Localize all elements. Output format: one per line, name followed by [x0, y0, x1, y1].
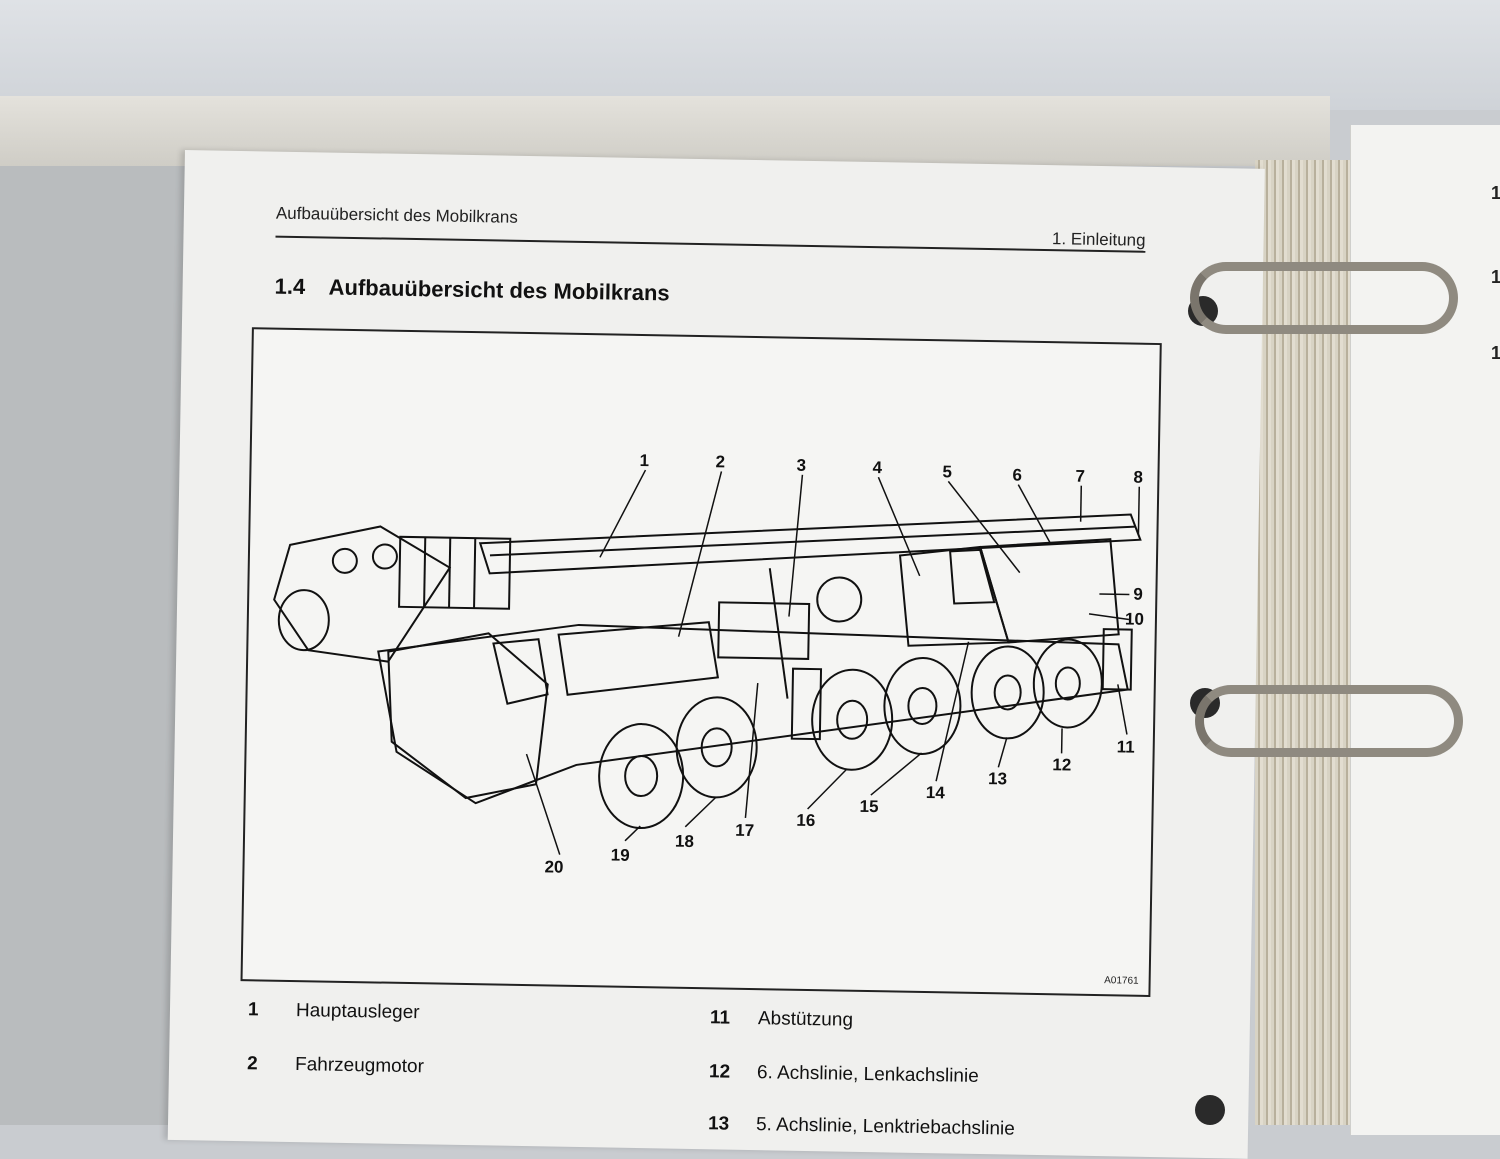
callout-1: 1	[639, 451, 649, 470]
callout-13: 13	[988, 769, 1007, 788]
hoist-drum	[278, 590, 329, 651]
next-page-edge-text: 1	[1491, 183, 1500, 204]
callout-4: 4	[872, 458, 882, 477]
callout-3: 3	[796, 456, 806, 475]
crane-figure: 1 2 3 4 5 6 7 8 9 10 11 12 13 14 15 16 1…	[241, 327, 1162, 997]
callout-16: 16	[796, 811, 815, 830]
running-header-title: Aufbauübersicht des Mobilkrans	[276, 204, 518, 228]
wheels	[598, 631, 1102, 836]
callout-9: 9	[1133, 585, 1143, 604]
callout-2: 2	[715, 452, 725, 471]
binder-ring	[1190, 262, 1458, 334]
callout-20: 20	[544, 857, 563, 876]
carrier-body	[376, 621, 1129, 814]
section-title: Aufbauübersicht des Mobilkrans	[328, 275, 669, 306]
section-number: 1.4	[274, 274, 328, 301]
engine-housing	[558, 620, 719, 698]
background-wall	[0, 0, 1500, 110]
callout-12: 12	[1052, 755, 1071, 774]
callout-8: 8	[1133, 468, 1143, 487]
callout-labels: 1 2 3 4 5 6 7 8 9 10 11 12 13 14 15 16 1…	[544, 449, 1146, 886]
binder-ring	[1195, 685, 1463, 757]
manual-page: Aufbauübersicht des Mobilkrans 1. Einlei…	[168, 150, 1265, 1159]
crane-drawing: 1 2 3 4 5 6 7 8 9 10 11 12 13 14 15 16 1…	[243, 329, 1160, 995]
outrigger-front	[792, 669, 821, 739]
callout-6: 6	[1012, 465, 1022, 484]
callout-18: 18	[675, 832, 694, 851]
crane-line-art	[270, 464, 1142, 865]
callout-17: 17	[735, 821, 754, 840]
driver-cab	[386, 632, 549, 800]
callout-11: 11	[1117, 737, 1135, 756]
superstructure	[979, 537, 1121, 644]
next-page-edge-text: 1	[1491, 267, 1500, 288]
callout-10: 10	[1125, 609, 1144, 628]
punch-hole	[1195, 1095, 1225, 1125]
callout-5: 5	[942, 462, 952, 481]
figure-code: A01761	[1104, 975, 1139, 987]
callout-19: 19	[611, 846, 630, 865]
callout-7: 7	[1075, 467, 1085, 486]
running-header-chapter: 1. Einleitung	[1052, 229, 1146, 251]
header-rule	[275, 236, 1145, 253]
next-page-edge-text: 1	[1491, 343, 1500, 364]
callout-14: 14	[926, 783, 946, 802]
callout-15: 15	[859, 797, 878, 816]
winch	[817, 577, 862, 622]
outrigger-rear	[1103, 629, 1132, 689]
